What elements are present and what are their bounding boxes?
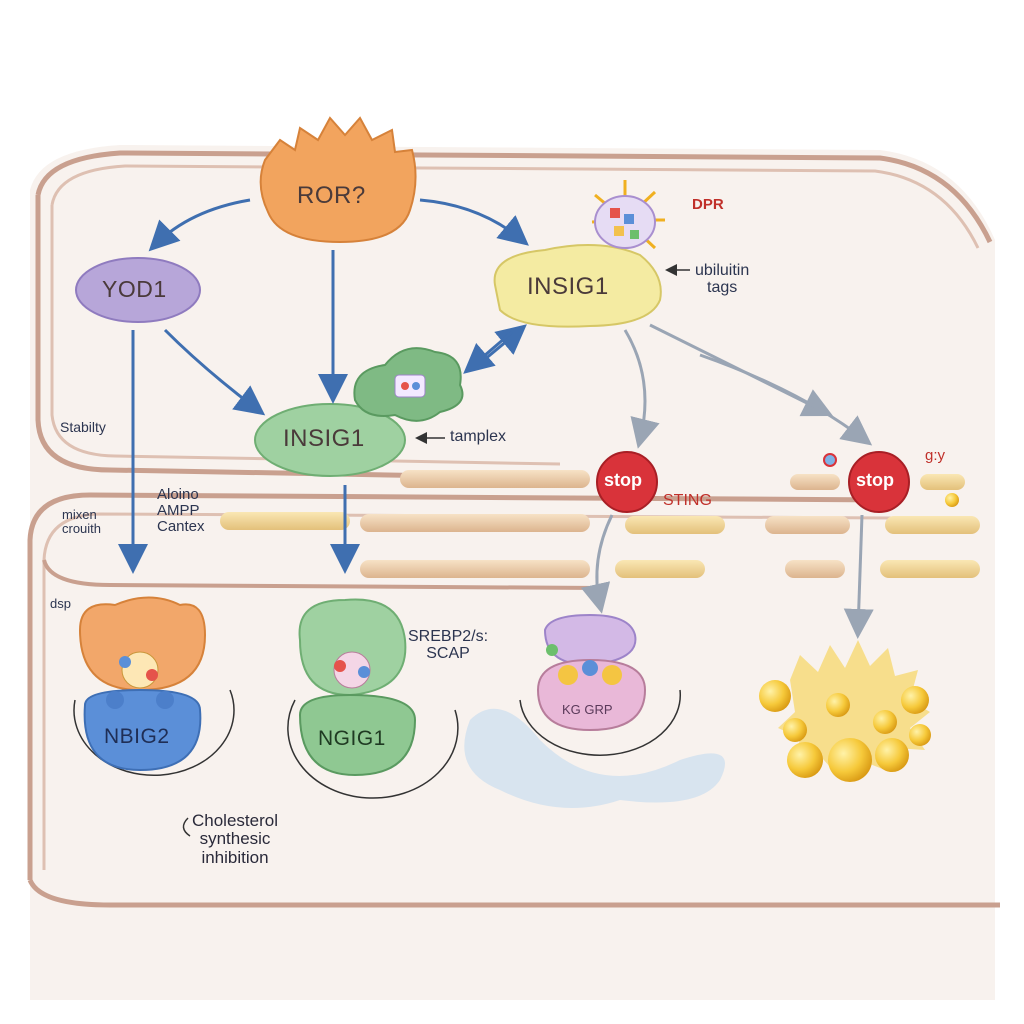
ubiquitin-tags-label: ubiluitin tags bbox=[695, 262, 750, 297]
nuclear-complex-ngig1-shape bbox=[287, 598, 459, 799]
membrane-rods bbox=[220, 470, 980, 578]
ubiquitin-protein-cluster bbox=[591, 180, 665, 250]
insig1-mid-shape bbox=[254, 403, 406, 477]
gy-label: g:y bbox=[925, 447, 946, 464]
small-gold-drop bbox=[945, 493, 959, 507]
insig1-mid-label: INSIG1 bbox=[283, 425, 365, 452]
cholesterol-label: Cholesterol synthesic inhibition bbox=[192, 811, 278, 867]
insig1-top-shape bbox=[493, 244, 662, 328]
stop-sign-1-shape bbox=[596, 451, 658, 513]
dsp-label: dsp bbox=[50, 596, 71, 611]
ror-label: ROR? bbox=[297, 182, 366, 209]
dpr-label: DPR bbox=[692, 196, 724, 213]
small-blue-dot bbox=[823, 453, 837, 467]
stability-label: Stabilty bbox=[60, 419, 106, 435]
pointer-arrows bbox=[182, 264, 690, 837]
nuclear-complex-kg-shape bbox=[464, 613, 725, 808]
ngig1-label: NGIG1 bbox=[318, 727, 386, 750]
insig1-top-label: INSIG1 bbox=[527, 273, 609, 300]
mixed-growth-label: mixen crouith bbox=[62, 507, 102, 537]
nbig2-label: NBIG2 bbox=[104, 725, 170, 748]
complex-label: tamplex bbox=[450, 428, 507, 445]
yod1-label: YOD1 bbox=[102, 276, 167, 302]
sting-label: STING bbox=[663, 492, 712, 509]
stop-sign-2-label: stop bbox=[856, 470, 894, 490]
kg-label: KG GRP bbox=[562, 702, 613, 717]
green-complex-blob bbox=[353, 347, 464, 422]
blue-arrows bbox=[118, 198, 529, 574]
yod1-node-shape bbox=[75, 257, 201, 323]
ror-node-shape bbox=[259, 116, 417, 244]
grey-arrows bbox=[580, 323, 874, 639]
stop-sign-2-shape bbox=[848, 451, 910, 513]
lipid-droplet-cluster bbox=[759, 640, 931, 782]
srebp2-scap-label: SREBP2/s: SCAP bbox=[408, 628, 489, 663]
nuclear-complex-nbig2-shape bbox=[73, 596, 235, 776]
ampk-complex-label: Aloino AMPP Cantex bbox=[157, 486, 205, 536]
stop-sign-1-label: stop bbox=[604, 470, 642, 490]
